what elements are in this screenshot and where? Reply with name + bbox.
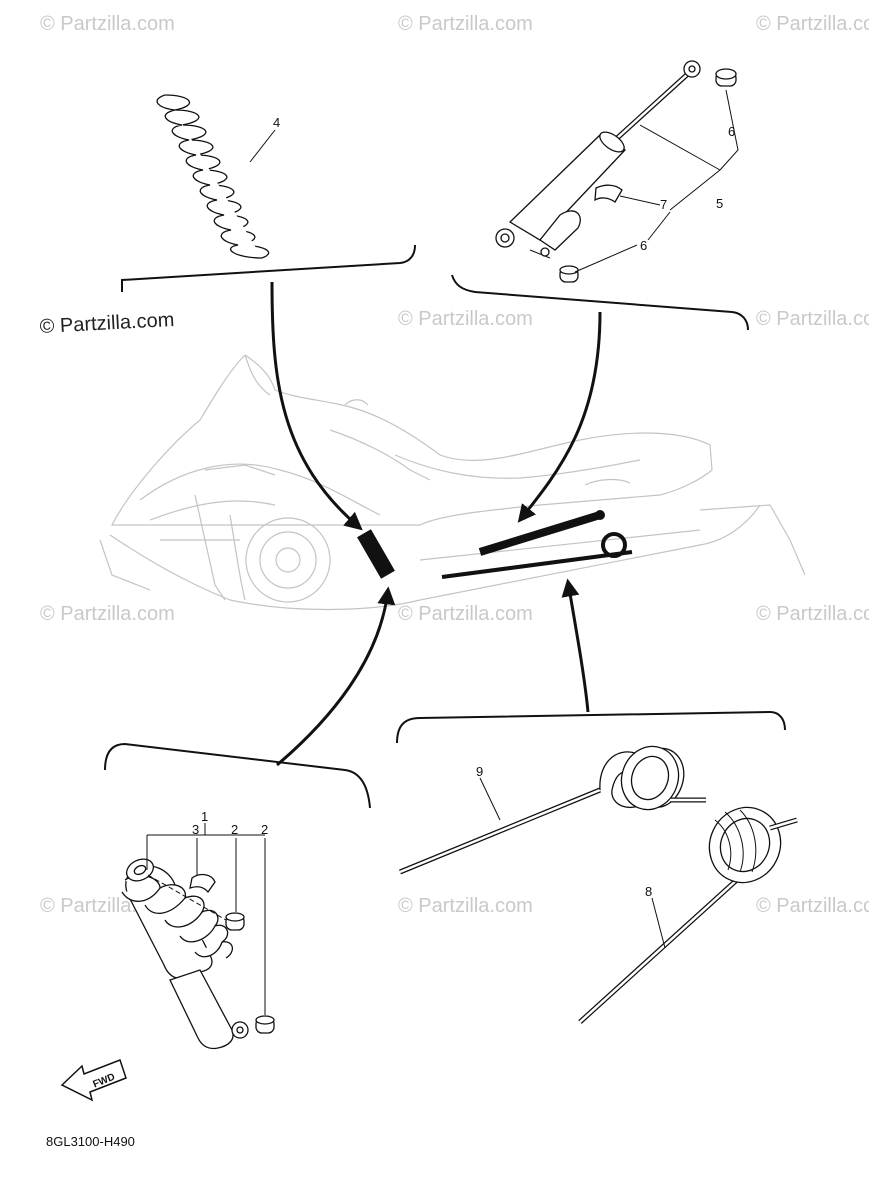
spring-part-4: 4 xyxy=(156,94,280,259)
watermark: © Partzilla.com xyxy=(756,308,869,330)
leader-arrow xyxy=(276,586,396,767)
watermark: © Partzilla.com xyxy=(40,603,175,625)
torsion-spring-part-8: 8 xyxy=(578,806,798,1024)
watermark: © Partzilla.com xyxy=(756,603,869,625)
callout-label: 8 xyxy=(645,884,652,899)
callout-label: 2 xyxy=(261,822,268,837)
group-bracket xyxy=(121,244,416,292)
watermark: © Partzilla.com xyxy=(756,895,869,917)
installed-parts-highlight xyxy=(357,510,633,579)
callout-label: 6 xyxy=(728,124,735,139)
callout-label: 4 xyxy=(273,115,280,130)
leader-arrow xyxy=(561,578,590,713)
watermark: © Partzilla.com xyxy=(398,895,533,917)
watermark: © Partzilla.com xyxy=(756,13,869,35)
snowmobile-outline xyxy=(99,354,806,611)
diagram-code: 8GL3100-H490 xyxy=(46,1134,135,1149)
callout-label: 6 xyxy=(640,238,647,253)
group-bracket xyxy=(451,274,749,331)
torsion-spring-part-9: 9 xyxy=(399,745,706,875)
watermark: © Partzilla.com xyxy=(398,308,533,330)
fwd-direction-arrow: FWD xyxy=(60,1059,127,1102)
group-bracket xyxy=(104,742,371,809)
callout-label: 9 xyxy=(476,764,483,779)
watermark: © Partzilla.com xyxy=(398,603,533,625)
damper-part-5: 6 5 7 6 xyxy=(495,60,739,283)
watermark: © Partzilla.com xyxy=(40,13,175,35)
watermark-main: © Partzilla.com xyxy=(39,309,175,338)
shock-part-1: 1 3 2 2 xyxy=(121,809,275,1050)
callout-label: 3 xyxy=(192,822,199,837)
callout-label: 2 xyxy=(231,822,238,837)
leader-arrow xyxy=(270,281,363,531)
callout-label: 1 xyxy=(201,809,208,824)
leader-arrow xyxy=(517,311,602,523)
watermark: © Partzilla.com xyxy=(398,13,533,35)
callout-label: 5 xyxy=(716,196,723,211)
callout-label: 7 xyxy=(660,197,667,212)
group-bracket xyxy=(396,710,786,744)
watermark-layer: © Partzilla.com © Partzilla.com © Partzi… xyxy=(39,13,869,917)
